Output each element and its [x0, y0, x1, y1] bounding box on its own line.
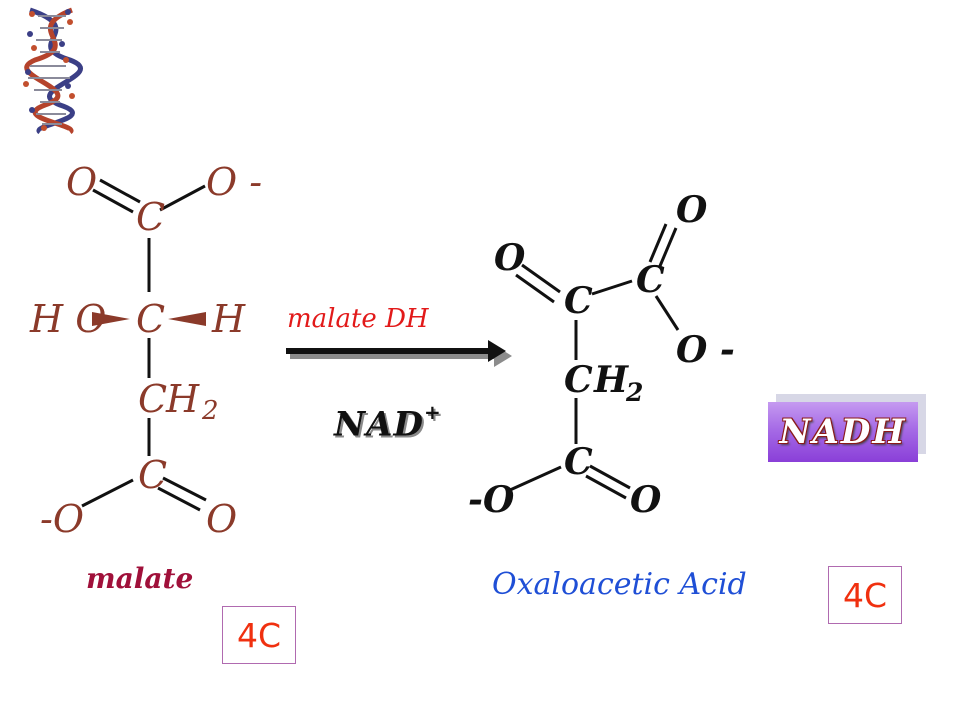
oaa-carbon-count-box: 4C	[828, 566, 902, 624]
nad-plus-label: NAD+	[334, 402, 442, 445]
oaa-keto-carbon: C	[564, 280, 593, 322]
malate-hydroxyl-group: H O	[30, 297, 107, 341]
reaction-arrow-icon	[286, 340, 512, 367]
malate-ch2-hydrogen: H	[166, 377, 200, 421]
ho-wedge-bond	[92, 312, 130, 326]
oaa-carboxylate-oxygen-bottom: -O	[468, 479, 515, 521]
malate-ch2-subscript: 2	[202, 396, 219, 426]
h-wedge-bond	[168, 312, 206, 326]
nadh-button-label: NADH	[779, 412, 907, 452]
oxaloacetate-bonds	[509, 223, 680, 500]
malate-carboxylate-oxygen-top: O -	[206, 160, 263, 204]
malate-carboxylate-oxygen-bottom: -O	[40, 497, 84, 541]
malate-hydrogen: H	[212, 297, 246, 341]
malate-ch2-carbon: C	[138, 377, 168, 421]
oaa-oxygen-top: O	[676, 189, 708, 231]
dna-helix-icon	[23, 7, 83, 135]
malate-label: malate	[86, 562, 194, 595]
oaa-oxygen-bottom-right: O	[630, 479, 662, 521]
oaa-bottom-carbon: C	[564, 441, 593, 483]
oaa-carboxyl-carbon: C	[636, 259, 665, 301]
nad-text: NAD	[334, 404, 424, 445]
nadh-button[interactable]: NADH	[768, 402, 918, 462]
malate-oxygen-top-left: O	[66, 160, 98, 204]
oaa-ch2-carbon: C	[564, 359, 593, 401]
nad-superscript: +	[423, 400, 442, 424]
oaa-keto-oxygen: O	[494, 237, 526, 279]
malate-carbon-count-box: 4C	[222, 606, 296, 664]
oaa-ch2-subscript: 2	[626, 378, 644, 407]
malate-bonds	[81, 178, 207, 512]
oaa-ch2-hydrogen: H	[594, 359, 629, 401]
oxaloacetic-acid-label: Oxaloacetic Acid	[492, 567, 747, 602]
oaa-carboxylate-oxygen: O -	[676, 329, 735, 371]
enzyme-label: malate DH	[287, 304, 429, 334]
malate-carbon-4: C	[138, 453, 168, 497]
malate-oxygen-bottom-right: O	[206, 497, 238, 541]
malate-carbon-2: C	[136, 297, 166, 341]
malate-carbon-1: C	[136, 195, 166, 239]
